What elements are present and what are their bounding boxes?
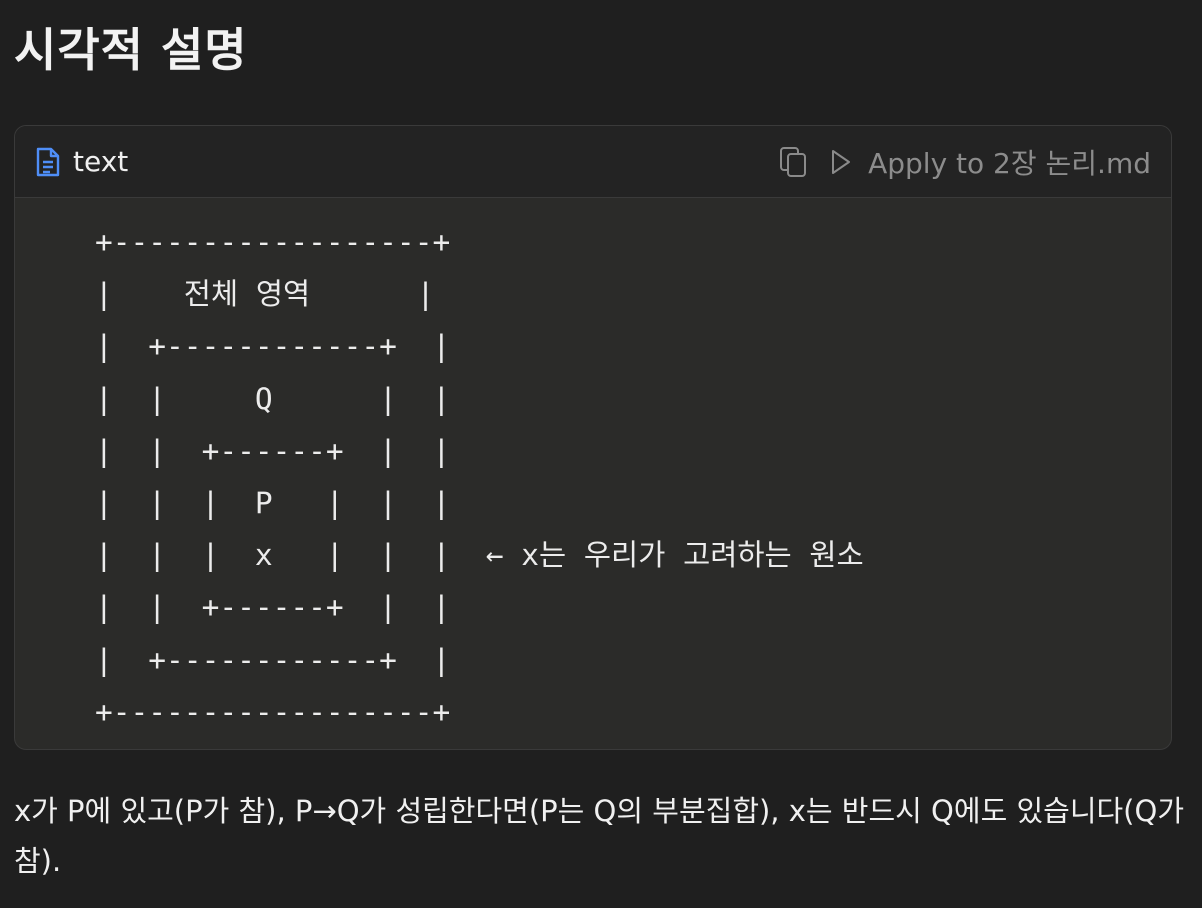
code-block-header: text Apply to 2장 논리.md xyxy=(15,126,1171,198)
play-icon xyxy=(832,149,851,174)
copy-button[interactable] xyxy=(778,145,808,179)
ascii-diagram: +------------------+ | 전체 영역 | | +------… xyxy=(95,225,864,729)
apply-button[interactable]: Apply to 2장 논리.md xyxy=(830,142,1151,182)
apply-button-label: Apply to 2장 논리.md xyxy=(868,146,1151,180)
code-language-label: text xyxy=(73,145,129,178)
copy-icon xyxy=(780,146,807,177)
code-body: +------------------+ | 전체 영역 | | +------… xyxy=(15,198,1171,738)
code-actions: Apply to 2장 논리.md xyxy=(778,142,1151,182)
document-icon xyxy=(35,147,61,177)
explanation-paragraph: x가 P에 있고(P가 참), P→Q가 성립한다면(P는 Q의 부분집합), … xyxy=(14,794,1185,878)
page-title: 시각적 설명 xyxy=(14,23,248,77)
code-block: text Apply to 2장 논리.md +--------------- xyxy=(14,125,1172,750)
